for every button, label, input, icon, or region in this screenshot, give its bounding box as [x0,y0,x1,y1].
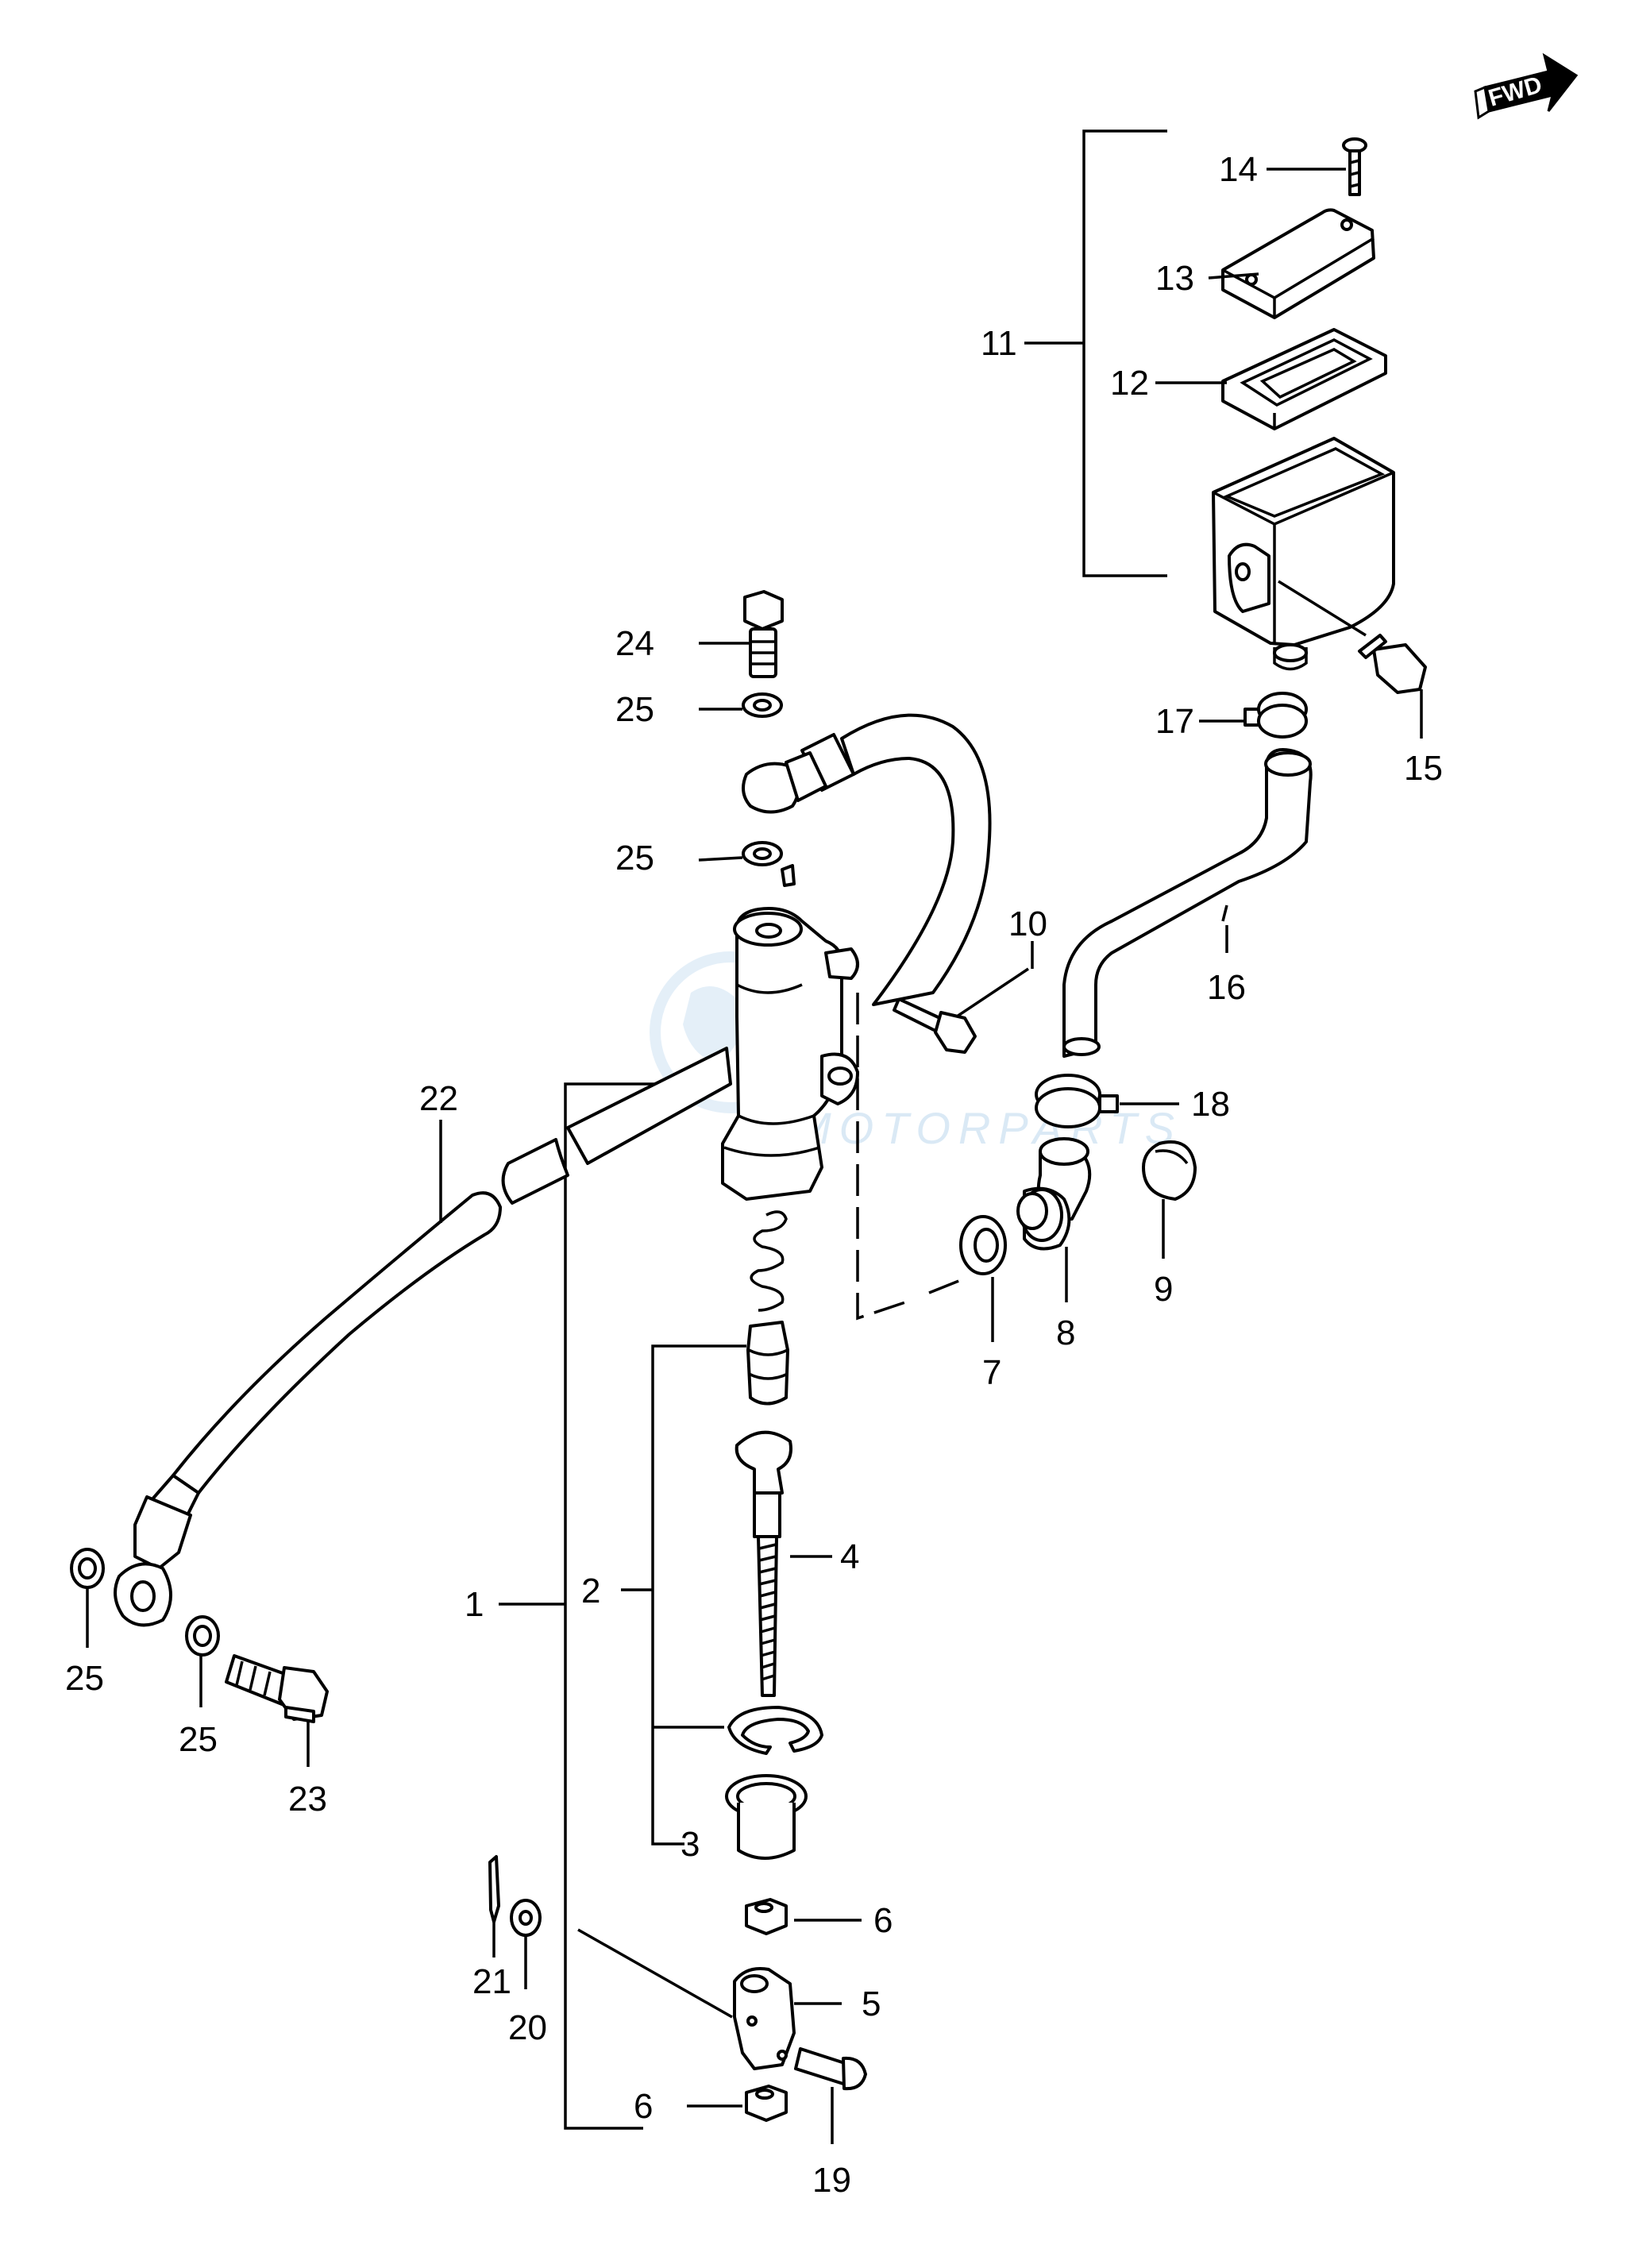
callout-6-bottom: 6 [634,2087,653,2126]
callout-15: 15 [1404,749,1443,788]
callout-11: 11 [981,324,1017,363]
washer-25-mid [742,841,783,866]
forward-arrow-icon: FWD [1474,52,1579,120]
nut-6-bottom [745,2085,788,2122]
screw-14 [1342,137,1367,196]
callout-17: 17 [1155,702,1194,741]
reservoir-cap-13 [1221,208,1375,319]
callout-8: 8 [1056,1313,1075,1352]
push-rod-4 [735,1430,832,1697]
nut-6-top [745,1898,788,1935]
spring [750,1210,788,1312]
bracket-11 [1024,129,1167,577]
callout-10: 10 [1008,904,1047,943]
washer-25-right [185,1615,220,1657]
washer-25-left [70,1548,105,1589]
callout-19: 19 [812,2161,851,2200]
callout-14: 14 [1219,150,1258,189]
callout-24: 24 [615,624,654,663]
watermark-text: MOTORPARTS [794,1103,1182,1153]
callout-7: 7 [982,1353,1001,1392]
callout-18: 18 [1191,1085,1230,1124]
callout-3: 3 [681,1825,700,1864]
clevis-5 [733,1967,796,2070]
diaphragm-plate-12 [1221,328,1387,430]
washer-25-top [742,692,783,718]
callout-12: 12 [1110,364,1149,403]
leader-lines [86,168,1423,2144]
callout-21: 21 [472,1962,511,2001]
callout-22: 22 [419,1079,458,1118]
callout-2: 2 [581,1572,600,1610]
clamp-18 [1035,1074,1119,1128]
boot-3 [725,1774,808,1860]
banjo-bolt-24 [743,590,784,678]
bolt-10 [893,967,1029,1054]
cotter-pin-21 [488,1855,500,1923]
callout-1: 1 [465,1585,484,1624]
o-ring-7 [959,1215,1007,1275]
callout-16: 16 [1207,968,1246,1007]
callout-4: 4 [840,1537,859,1576]
circlip-piston [727,1706,823,1755]
bolt-15 [1278,580,1427,694]
piston-cup [746,1321,789,1406]
callout-20: 20 [508,2008,547,2047]
bracket-2 [621,1344,746,1846]
circlip-9 [1142,1140,1197,1201]
callout-6-top: 6 [873,1901,893,1940]
callout-25-mid: 25 [615,839,654,878]
reservoir-body [1212,437,1395,671]
upper-brake-hose [742,713,992,1006]
banjo-bolt-23 [225,1654,329,1723]
bracket-1 [499,1082,729,2130]
reservoir-hose-16 [1062,748,1313,1058]
callout-5: 5 [862,1984,881,2023]
callout-25-left: 25 [65,1659,104,1698]
callouts: 14 13 11 12 15 17 16 10 18 9 8 7 24 25 2… [65,150,1443,2200]
fitting-8 [1016,1137,1092,1251]
callout-13: 13 [1155,259,1194,298]
callout-9: 9 [1154,1270,1173,1309]
pin-19 [794,2047,867,2091]
callout-25-right: 25 [179,1720,218,1759]
callout-23: 23 [288,1780,327,1819]
clamp-17 [1243,692,1308,739]
master-cylinder-body [721,864,859,1201]
lower-brake-hose-22 [114,1047,732,1627]
washer-20 [510,1899,542,1937]
callout-25-top: 25 [615,690,654,729]
